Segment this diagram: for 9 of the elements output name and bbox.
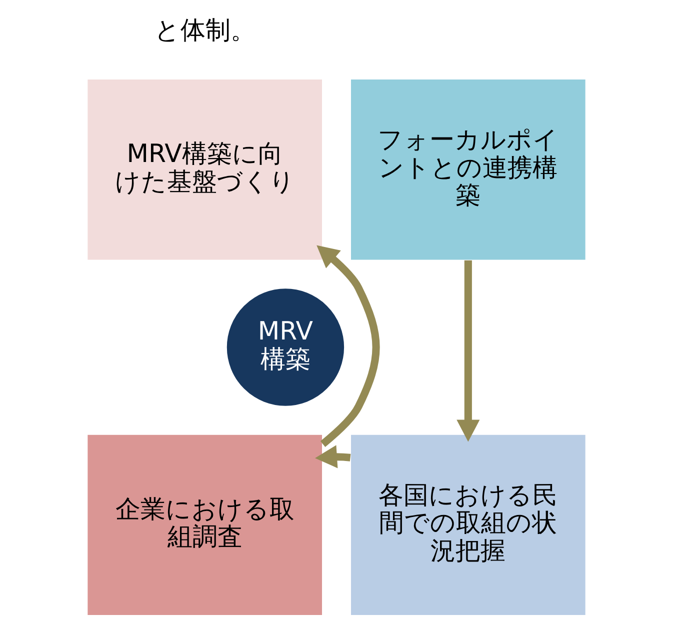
node-box: 各国における民間での取組の状況把握 [350, 434, 587, 616]
label: と体制。 [154, 16, 256, 45]
arrow [315, 445, 351, 468]
node-circle: MRV構築 [226, 287, 346, 408]
arrow [456, 260, 480, 442]
node-box: フォーカルポイントとの連携構築 [350, 78, 587, 261]
arrow [316, 245, 380, 447]
node-box: 企業における取組調査 [86, 434, 324, 616]
node-box: MRV構築に向けた基盤づくり [86, 78, 324, 261]
